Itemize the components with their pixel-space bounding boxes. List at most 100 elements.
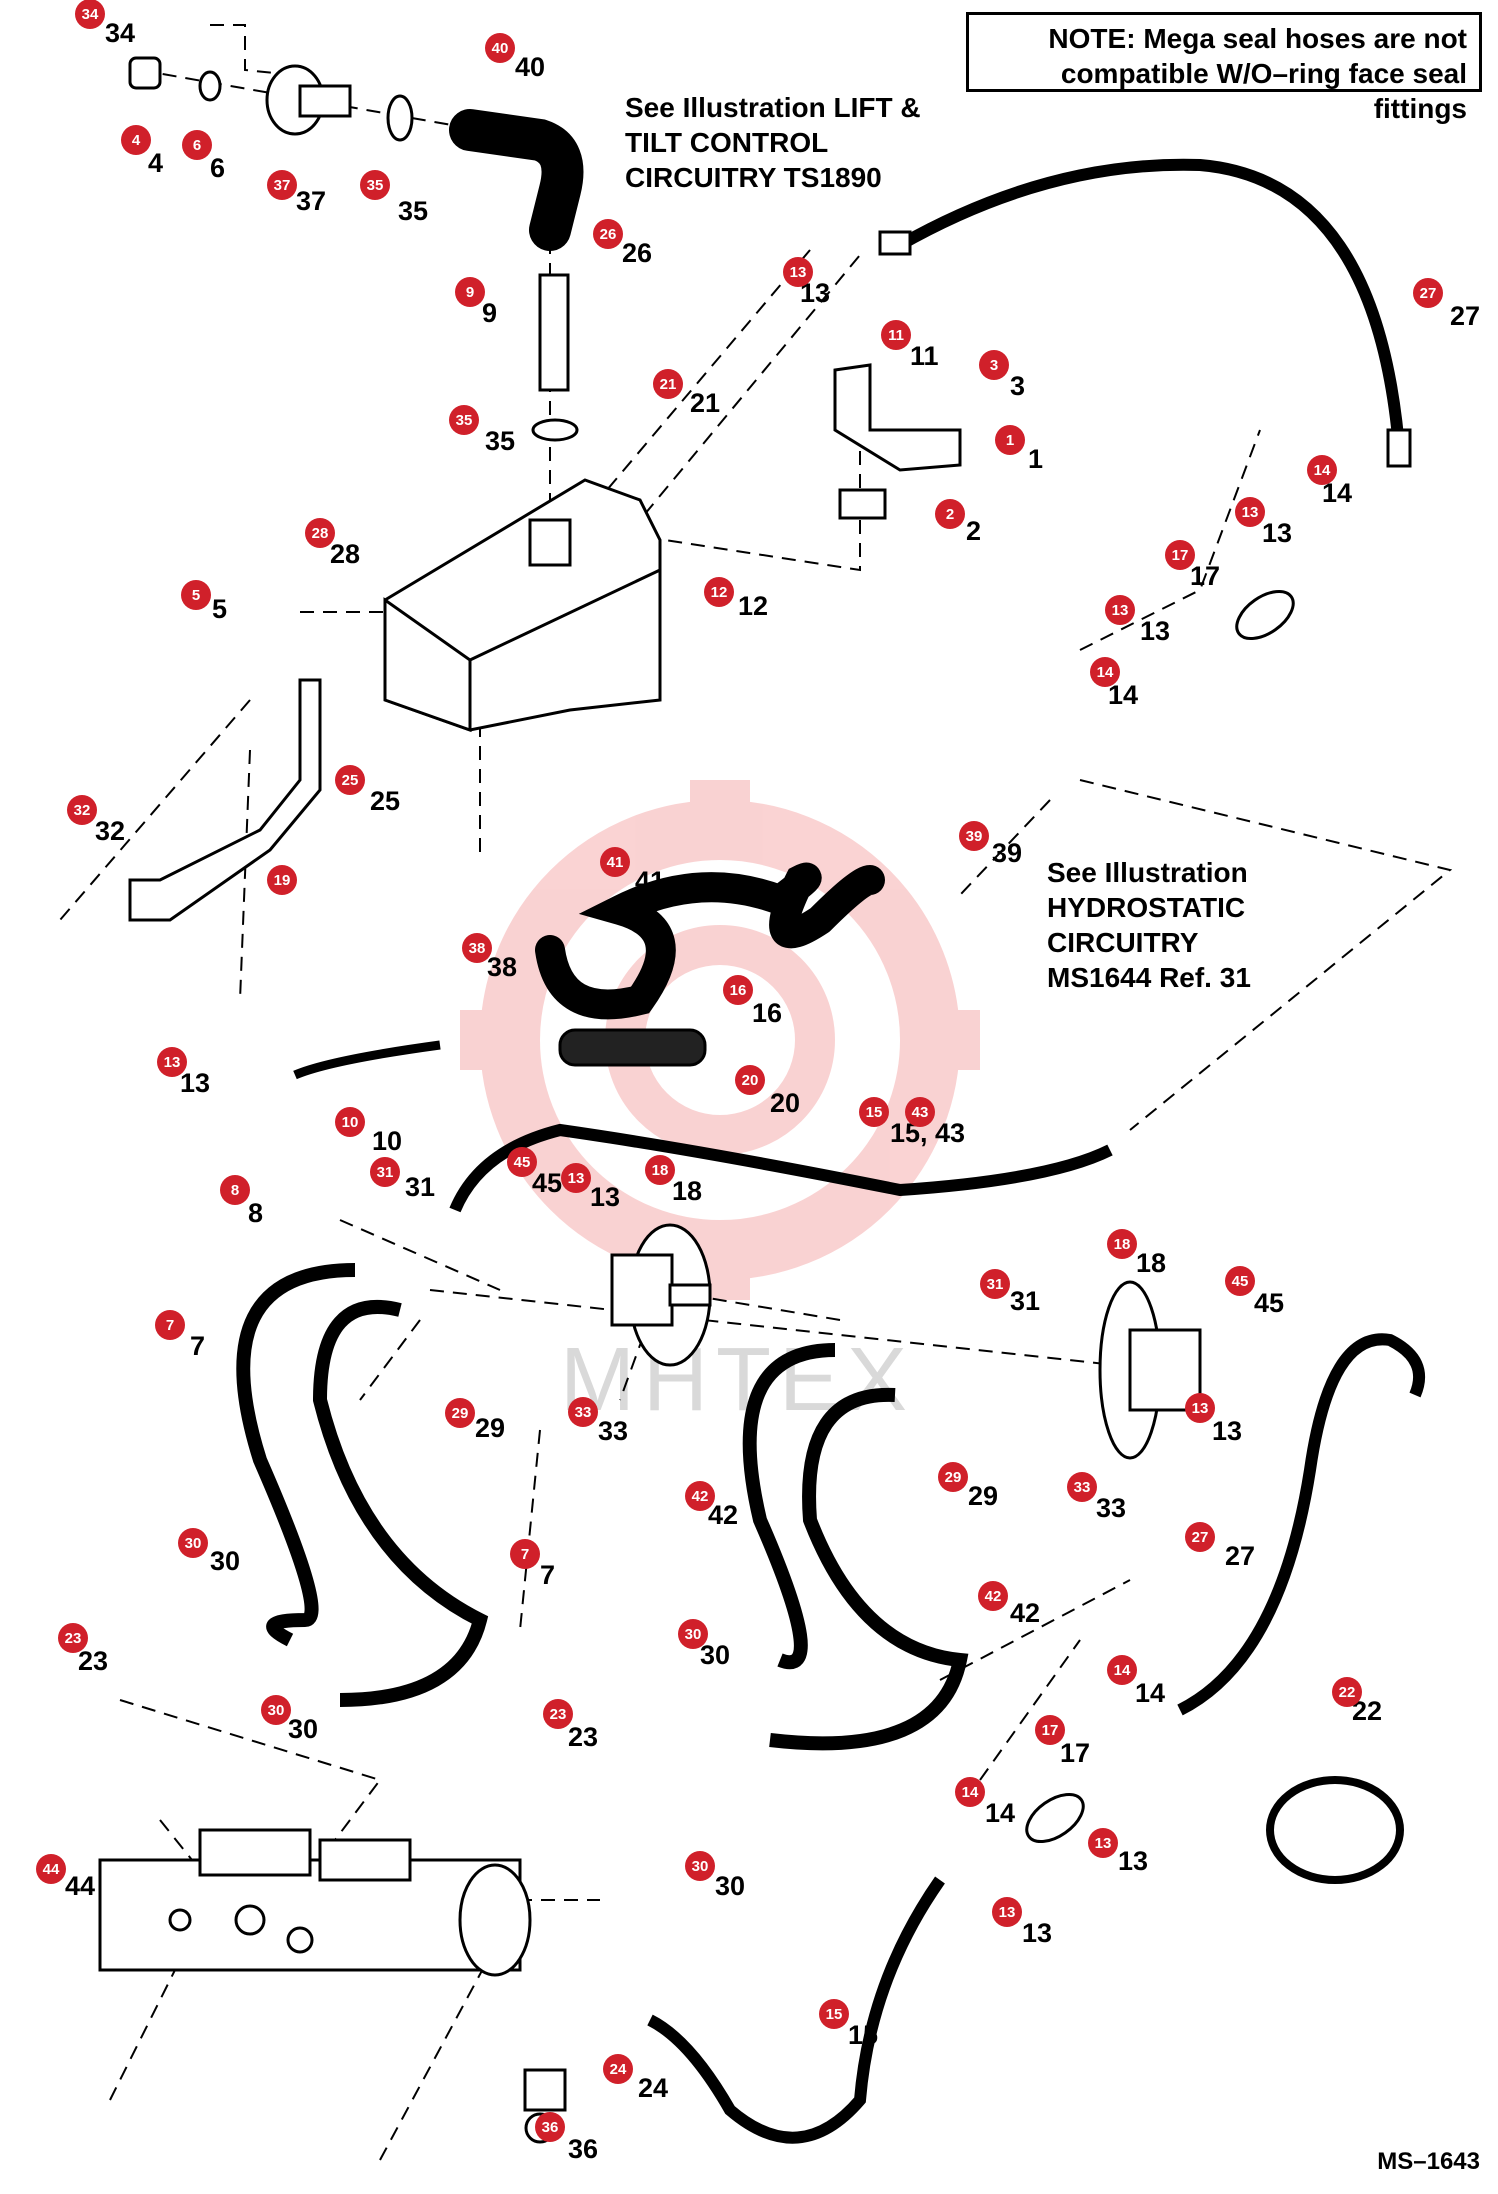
callout-6[interactable]: 66	[182, 130, 225, 183]
callout-badge-icon	[181, 580, 211, 610]
callout-43[interactable]: 43	[905, 1097, 935, 1127]
note-label: NOTE:	[1048, 23, 1136, 54]
part-number-label: 26	[622, 238, 652, 268]
hose-7-outer	[236, 1263, 356, 1647]
callout-badge-number: 16	[730, 982, 747, 999]
ref-line: TILT CONTROL	[625, 127, 829, 158]
callout-4[interactable]: 44	[121, 125, 163, 178]
callout-badge-number: 7	[166, 1317, 174, 1334]
document-code: MS–1643	[1377, 2148, 1480, 2175]
watermark-gear	[460, 780, 980, 1300]
part-number-label: 9	[482, 298, 497, 328]
part-number-label: 36	[568, 2134, 598, 2164]
callout-5[interactable]: 55	[181, 580, 227, 624]
callout-2[interactable]: 22	[935, 499, 981, 546]
callout-badge-icon	[704, 577, 734, 607]
part-number-label: 20	[770, 1088, 800, 1118]
callout-9[interactable]: 99	[455, 277, 497, 328]
callout-badge-number: 13	[790, 264, 807, 281]
note-box: NOTE: Mega seal hoses are not compatible…	[966, 12, 1482, 124]
callout-badge-icon	[1165, 540, 1195, 570]
callout-badge-number: 22	[1339, 1684, 1356, 1701]
callout-8[interactable]: 88	[220, 1175, 263, 1228]
callout-badge-number: 14	[962, 1784, 979, 1801]
part-number-label: 6	[210, 153, 225, 183]
callout-badge-number: 12	[711, 584, 728, 601]
callout-badge-icon	[992, 1897, 1022, 1927]
part-number-label: 24	[638, 2073, 668, 2103]
callout-badge-icon	[979, 350, 1009, 380]
callout-7a[interactable]: 77	[155, 1310, 205, 1361]
callout-badge-number: 5	[192, 587, 200, 604]
hydrostatic-reference: See Illustration HYDROSTATIC CIRCUITRY M…	[1047, 855, 1251, 995]
callout-7b[interactable]: 77	[510, 1539, 555, 1590]
callout-19[interactable]: 19	[267, 865, 297, 895]
callout-1[interactable]: 11	[995, 425, 1043, 474]
callout-badge-icon	[935, 499, 965, 529]
callout-badge-number: 44	[43, 1861, 60, 1878]
part-number-label: 13	[1262, 518, 1292, 548]
callout-badge-icon	[959, 821, 989, 851]
callout-3[interactable]: 33	[979, 350, 1025, 401]
callout-badge-number: 13	[999, 1904, 1016, 1921]
